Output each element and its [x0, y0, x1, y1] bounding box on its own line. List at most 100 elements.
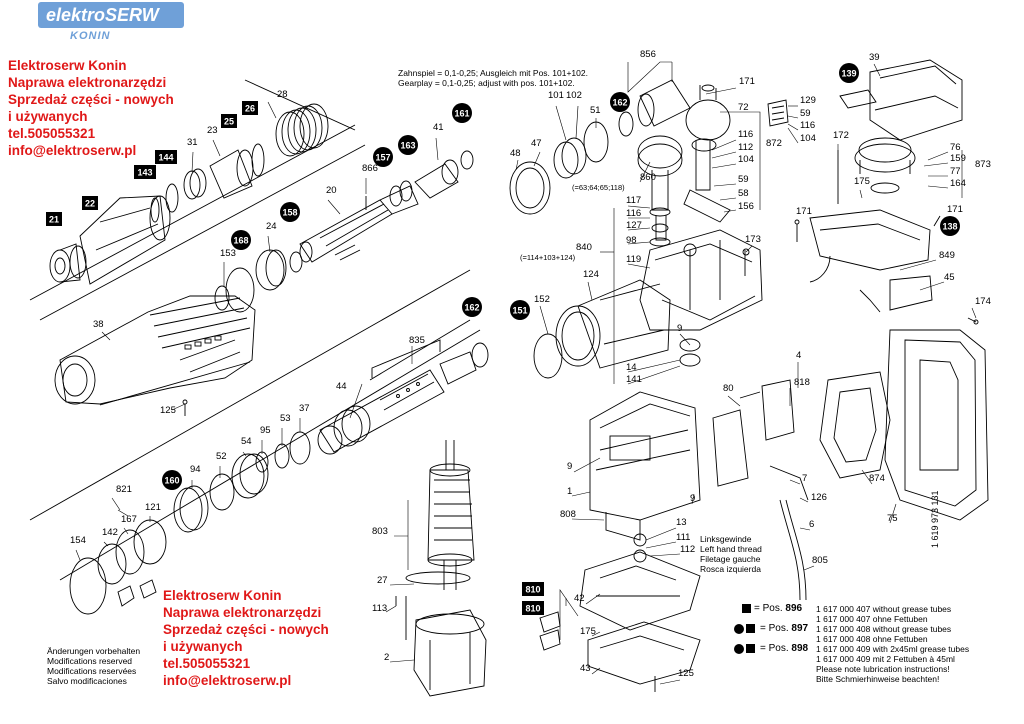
- callout-circle: 151: [510, 300, 530, 320]
- part-number-label: 76: [950, 142, 961, 153]
- part-number-label: 818: [794, 377, 810, 388]
- part-number-label: 127: [626, 220, 642, 231]
- callout-square: 25: [221, 114, 237, 128]
- legend-pos: = Pos. 897: [760, 623, 809, 634]
- callout-square: 143: [134, 165, 156, 179]
- part-number-label: 9: [690, 493, 695, 504]
- part-number-label: 117: [626, 195, 641, 206]
- callout-circle: 138: [940, 216, 960, 236]
- part-number-label: 835: [409, 335, 425, 346]
- part-number-label: 156: [738, 201, 754, 212]
- part-number-label: 821: [116, 484, 132, 495]
- legend-pos: = Pos. 898: [760, 643, 809, 654]
- part-number-label: 154: [70, 535, 86, 546]
- handle: [819, 329, 989, 521]
- part-number-label: 171: [796, 206, 812, 217]
- part-outlines: [29, 59, 989, 697]
- promo-line: Sprzedaż części - nowych: [163, 622, 329, 637]
- part-number-label: 45: [944, 272, 955, 283]
- callout-circle-label: 151: [512, 306, 527, 316]
- callout-circle-label: 163: [400, 141, 415, 151]
- callout-circle: 157: [373, 147, 393, 167]
- part-number-label: 173: [745, 234, 761, 245]
- part-number-label: 172: [833, 130, 849, 141]
- small-parts-cluster: [767, 99, 789, 127]
- part-number-label: (=63;64;65;118): [572, 183, 625, 192]
- part-number-label: 116: [626, 208, 641, 219]
- part-number-label: 41: [433, 122, 444, 133]
- callout-circle-label: 162: [612, 98, 627, 108]
- part-number-label: 72: [738, 102, 749, 113]
- part-number-label: 119: [626, 254, 641, 265]
- promo-block-top: Elektroserw Konin Naprawa elektronarzędz…: [8, 57, 174, 159]
- logo-city-text: KONIN: [70, 30, 111, 42]
- callout-circle: 163: [398, 135, 418, 155]
- part-number-label: 44: [336, 381, 347, 392]
- part-number-label: 856: [640, 49, 656, 60]
- part-number-label: 872: [766, 138, 782, 149]
- part-number-label: 54: [241, 436, 252, 447]
- part-number-label: 175: [580, 626, 596, 637]
- part-number-label: 849: [939, 250, 955, 261]
- part-number-label: 51: [590, 105, 601, 116]
- part-number-label: 9: [567, 461, 572, 472]
- part-number-label: 2: [384, 652, 389, 663]
- gear-shaft-assembly: [637, 135, 731, 247]
- promo-block-bottom: Elektroserw Konin Naprawa elektronarzędz…: [163, 587, 329, 689]
- part-number-label: 94: [190, 464, 201, 475]
- part-number-label: 48: [510, 148, 521, 159]
- callout-square-label: 143: [137, 168, 152, 178]
- part-number-label: 124: [583, 269, 599, 280]
- part-number-label: 142: [102, 527, 118, 538]
- callout-circle: 158: [280, 202, 300, 222]
- modifications-line: Modifications reserved: [47, 656, 133, 666]
- callout-square: 144: [155, 150, 177, 164]
- callout-square: 22: [82, 196, 98, 210]
- brand-logo: elektroSERW KONIN: [38, 2, 184, 44]
- callout-circle: 161: [452, 103, 472, 123]
- motor-housing: [589, 391, 701, 541]
- promo-phone: tel.505055321: [163, 656, 251, 671]
- part-number-label: 121: [145, 502, 161, 513]
- callout-circle-label: 162: [464, 303, 479, 313]
- part-number-label: 102: [566, 90, 582, 101]
- part-number-label: 159: [950, 153, 966, 164]
- gearbox-housing: [639, 229, 763, 331]
- part-number-label: 866: [362, 163, 378, 174]
- leader-lines: [75, 61, 977, 685]
- promo-line: Sprzedaż części - nowych: [8, 92, 174, 107]
- callout-circle: 162: [610, 92, 630, 112]
- callout-square-label: 810: [525, 585, 540, 595]
- handle-bracket: [809, 209, 933, 313]
- legend-footer-line: Bitte Schmierhinweise beachten!: [816, 674, 940, 684]
- part-number-label: 141: [626, 374, 642, 385]
- part-number-label: 59: [738, 174, 749, 185]
- piston-assembly: [389, 150, 474, 207]
- dot-square-symbol-icon: [734, 644, 760, 654]
- legend-part-line: 1 617 000 409 mit 2 Fettuben à 45ml: [816, 654, 955, 664]
- part-number-label: 171: [739, 76, 755, 87]
- legend-part-line: 1 617 000 407 ohne Fettuben: [816, 614, 928, 624]
- field-coil: [405, 596, 487, 697]
- part-number-label: 59: [800, 108, 811, 119]
- part-number-label: 101: [548, 90, 564, 101]
- part-number-label: 24: [266, 221, 277, 232]
- part-number-label: 39: [869, 52, 880, 63]
- part-number-label: 6: [809, 519, 814, 530]
- callout-square: 810: [522, 582, 544, 596]
- callout-circle: 160: [162, 470, 182, 490]
- part-number-label: 23: [207, 125, 218, 136]
- part-number-label: 20: [326, 185, 337, 196]
- legend-pos: = Pos. 896: [754, 603, 803, 614]
- callout-circle-label: 168: [233, 236, 248, 246]
- callout-square: 26: [242, 101, 258, 115]
- callout-square: 21: [46, 212, 62, 226]
- part-number-label: 53: [280, 413, 291, 424]
- callout-square-label: 144: [158, 153, 173, 163]
- part-number-label: 174: [975, 296, 991, 307]
- callout-circle: 139: [839, 63, 859, 83]
- part-number-label: 805: [812, 555, 828, 566]
- part-number-label: 80: [723, 383, 734, 394]
- callout-circle: 162: [462, 297, 482, 317]
- callout-square: 810: [522, 601, 544, 615]
